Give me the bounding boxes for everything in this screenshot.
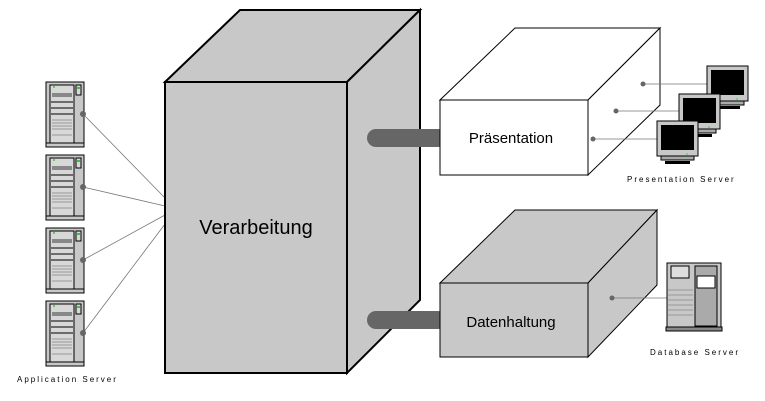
application-server-label: Application Server bbox=[17, 375, 118, 384]
data-label: Datenhaltung bbox=[466, 314, 555, 331]
application-server-icon bbox=[45, 154, 85, 221]
presentation-label: Präsentation bbox=[469, 130, 553, 147]
application-servers bbox=[82, 113, 166, 334]
data-connector bbox=[367, 311, 447, 329]
processing-label: Verarbeitung bbox=[199, 217, 312, 239]
presentation-connector bbox=[367, 129, 447, 147]
database-server-label: Database Server bbox=[650, 348, 740, 357]
application-server-icon bbox=[45, 227, 85, 294]
application-server-icon bbox=[45, 81, 85, 148]
database-server-icon bbox=[665, 262, 723, 332]
processing-block bbox=[162, 7, 423, 376]
application-server-icon bbox=[45, 300, 85, 367]
data-block bbox=[438, 208, 659, 359]
monitor-icon bbox=[656, 120, 699, 165]
presentation-block bbox=[438, 26, 662, 177]
presentation-server-label: Presentation Server bbox=[627, 175, 736, 184]
